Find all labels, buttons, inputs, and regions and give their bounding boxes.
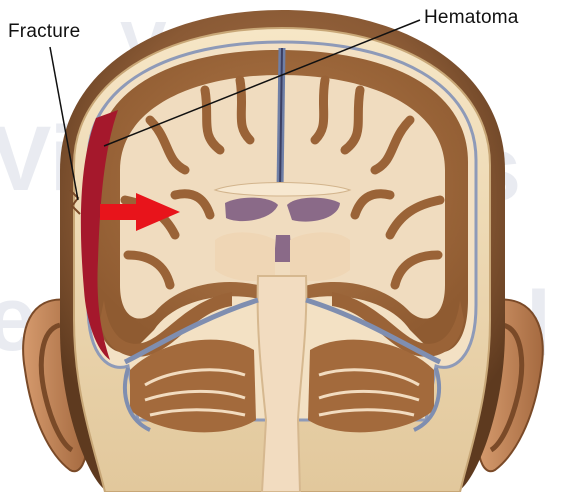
brainstem (258, 276, 307, 492)
thalamus (215, 232, 275, 281)
third-ventricle (274, 235, 292, 262)
fracture-label: Fracture (8, 21, 80, 43)
hematoma-label: Hematoma (424, 7, 519, 29)
